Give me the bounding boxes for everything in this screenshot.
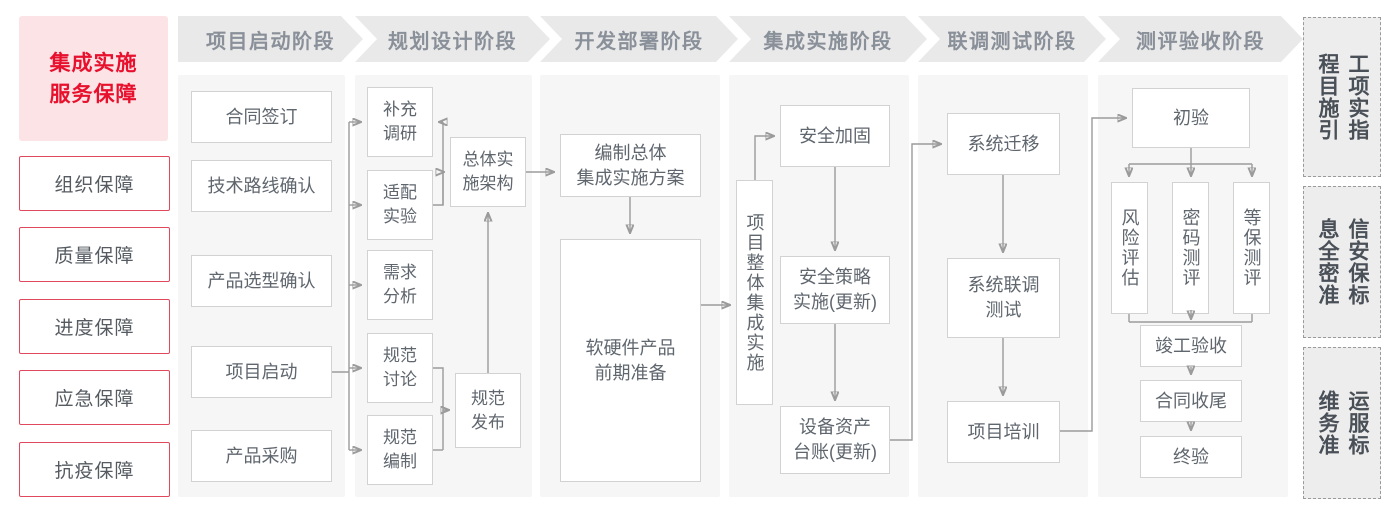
node-overall-plan-line1: 编制总体 bbox=[594, 142, 667, 163]
node-requirement-analysis-line1: 需求 bbox=[383, 263, 417, 282]
node-project-training[interactable]: 项目培训 bbox=[947, 401, 1060, 463]
node-adaptation-experiment[interactable]: 适配实验 bbox=[367, 170, 433, 240]
guarantee-item-quality[interactable]: 质量保障 bbox=[19, 227, 170, 282]
node-adaptation-experiment-line1: 适配 bbox=[383, 183, 417, 202]
node-contract-closure[interactable]: 合同收尾 bbox=[1140, 380, 1242, 422]
node-completion-acceptance[interactable]: 竣工验收 bbox=[1140, 325, 1242, 367]
node-spec-release-line1: 规范 bbox=[471, 388, 505, 408]
node-spec-discussion[interactable]: 规范讨论 bbox=[367, 333, 433, 403]
standard-label-engineering-guideline-left: 工项实指 bbox=[1346, 53, 1369, 141]
node-system-joint-test[interactable]: 系统联调测试 bbox=[947, 258, 1060, 338]
node-hw-sw-prep-line2: 前期准备 bbox=[594, 362, 667, 383]
node-security-policy-line1: 安全策略 bbox=[799, 267, 871, 287]
node-hw-sw-preparation[interactable]: 软硬件产品前期准备 bbox=[560, 239, 701, 482]
node-overall-project-integration[interactable]: 项目整体集成实施 bbox=[736, 180, 773, 405]
node-project-kickoff[interactable]: 项目启动 bbox=[191, 346, 332, 398]
node-hw-sw-prep-line1: 软硬件产品 bbox=[585, 337, 676, 358]
node-overall-plan-line2: 集成实施方案 bbox=[576, 167, 685, 188]
standard-card-infosec-standard[interactable]: 息全密准 信安保标 bbox=[1303, 186, 1381, 338]
node-joint-test-line1: 系统联调 bbox=[967, 275, 1040, 295]
node-final-acceptance[interactable]: 终验 bbox=[1140, 436, 1242, 478]
standard-label-ops-left: 运服标 bbox=[1346, 390, 1369, 456]
standard-card-engineering-guideline[interactable]: 程目施引 工项实指 bbox=[1303, 17, 1381, 177]
node-supplementary-research-line1: 补充 bbox=[383, 100, 417, 119]
node-spec-drafting-line1: 规范 bbox=[383, 428, 417, 447]
node-supplementary-research[interactable]: 补充调研 bbox=[367, 87, 433, 157]
node-security-hardening[interactable]: 安全加固 bbox=[780, 105, 890, 167]
node-product-procurement[interactable]: 产品采购 bbox=[191, 430, 332, 482]
guarantee-item-emergency[interactable]: 应急保障 bbox=[19, 370, 170, 425]
node-asset-ledger-line2: 台账(更新) bbox=[793, 442, 877, 462]
node-security-policy-implementation[interactable]: 安全策略实施(更新) bbox=[780, 256, 890, 324]
node-spec-discussion-line1: 规范 bbox=[383, 346, 417, 365]
node-contract-signing[interactable]: 合同签订 bbox=[191, 91, 332, 143]
node-overall-arch-line2: 施架构 bbox=[462, 174, 514, 193]
node-requirement-analysis-line2: 分析 bbox=[383, 287, 417, 306]
phase-header-1[interactable]: 项目启动阶段 bbox=[178, 16, 363, 62]
node-spec-release[interactable]: 规范发布 bbox=[455, 373, 521, 448]
node-product-selection[interactable]: 产品选型确认 bbox=[191, 255, 332, 307]
node-spec-drafting[interactable]: 规范编制 bbox=[367, 415, 433, 485]
guarantee-title-card: 集成实施 服务保障 bbox=[19, 16, 168, 141]
node-risk-assessment[interactable]: 风险评估 bbox=[1111, 182, 1148, 314]
node-joint-test-line2: 测试 bbox=[985, 300, 1022, 320]
node-supplementary-research-line2: 调研 bbox=[383, 124, 417, 143]
phase-header-4[interactable]: 集成实施阶段 bbox=[729, 16, 927, 62]
phase-header-2[interactable]: 规划设计阶段 bbox=[355, 16, 550, 62]
standard-label-infosec-left: 信安保标 bbox=[1346, 218, 1369, 306]
node-spec-drafting-line2: 编制 bbox=[383, 452, 417, 471]
node-overall-arch-line1: 总体实 bbox=[462, 150, 514, 169]
guarantee-item-organization[interactable]: 组织保障 bbox=[19, 156, 170, 211]
node-initial-acceptance[interactable]: 初验 bbox=[1132, 88, 1250, 148]
standard-label-engineering-guideline-right: 程目施引 bbox=[1316, 53, 1339, 141]
node-mlps-evaluation[interactable]: 等保测评 bbox=[1233, 182, 1270, 314]
phase-header-6[interactable]: 测评验收阶段 bbox=[1098, 16, 1303, 62]
node-requirement-analysis[interactable]: 需求分析 bbox=[367, 250, 433, 320]
node-adaptation-experiment-line2: 实验 bbox=[383, 207, 417, 226]
standard-label-infosec-right: 息全密准 bbox=[1316, 218, 1339, 306]
node-overall-implementation-architecture[interactable]: 总体实施架构 bbox=[450, 137, 526, 207]
node-overall-integration-plan[interactable]: 编制总体集成实施方案 bbox=[560, 134, 701, 197]
node-spec-discussion-line2: 讨论 bbox=[383, 370, 417, 389]
standard-label-ops-right: 维务准 bbox=[1316, 390, 1339, 456]
guarantee-item-epidemic[interactable]: 抗疫保障 bbox=[19, 442, 170, 497]
guarantee-item-schedule[interactable]: 进度保障 bbox=[19, 299, 170, 354]
phase-header-5[interactable]: 联调测试阶段 bbox=[918, 16, 1106, 62]
node-system-migration[interactable]: 系统迁移 bbox=[947, 113, 1060, 175]
node-cryptography-evaluation[interactable]: 密码测评 bbox=[1172, 182, 1209, 314]
node-spec-release-line2: 发布 bbox=[471, 412, 505, 432]
node-security-policy-line2: 实施(更新) bbox=[793, 292, 877, 312]
phase-header-3[interactable]: 开发部署阶段 bbox=[540, 16, 738, 62]
guarantee-title-line1: 集成实施 bbox=[49, 51, 138, 75]
node-asset-ledger-line1: 设备资产 bbox=[799, 417, 871, 437]
node-tech-route-confirm[interactable]: 技术路线确认 bbox=[191, 160, 332, 212]
node-asset-ledger[interactable]: 设备资产台账(更新) bbox=[780, 406, 890, 474]
guarantee-title-line2: 服务保障 bbox=[49, 82, 138, 106]
standard-card-ops-service-standard[interactable]: 维务准 运服标 bbox=[1303, 347, 1381, 499]
